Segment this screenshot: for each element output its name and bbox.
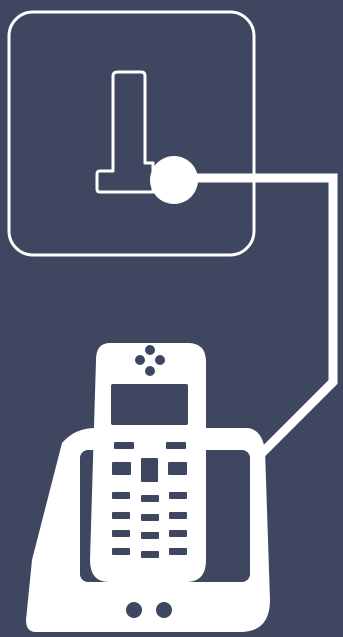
keypad-key-hash bbox=[169, 548, 187, 555]
keypad-key-2 bbox=[141, 495, 159, 502]
keypad-key-5 bbox=[141, 514, 159, 521]
base-station-indicator-light-right bbox=[156, 602, 172, 618]
end-key bbox=[168, 462, 187, 475]
nav-key-right bbox=[155, 355, 165, 365]
handset-display bbox=[111, 384, 188, 425]
keypad-key-star bbox=[112, 548, 130, 555]
nav-key-up bbox=[145, 345, 155, 355]
keypad-key-9 bbox=[169, 530, 187, 537]
keypad-key-8 bbox=[141, 532, 159, 539]
keypad-key-7 bbox=[112, 530, 130, 537]
keypad-key-4 bbox=[112, 512, 130, 519]
base-station-indicator-light-left bbox=[126, 602, 142, 618]
keypad-key-1 bbox=[112, 492, 130, 499]
nav-key-down bbox=[145, 366, 155, 376]
keypad-key-3 bbox=[169, 492, 187, 499]
center-key bbox=[141, 458, 158, 482]
cordless-handset-icon bbox=[90, 343, 206, 582]
call-key bbox=[112, 462, 131, 475]
nav-key-left bbox=[135, 355, 145, 365]
connector-plug-icon bbox=[150, 156, 198, 204]
keypad-key-6 bbox=[169, 512, 187, 519]
softkey-left bbox=[114, 442, 134, 449]
keypad-key-0 bbox=[141, 551, 159, 558]
softkey-right bbox=[166, 442, 186, 449]
